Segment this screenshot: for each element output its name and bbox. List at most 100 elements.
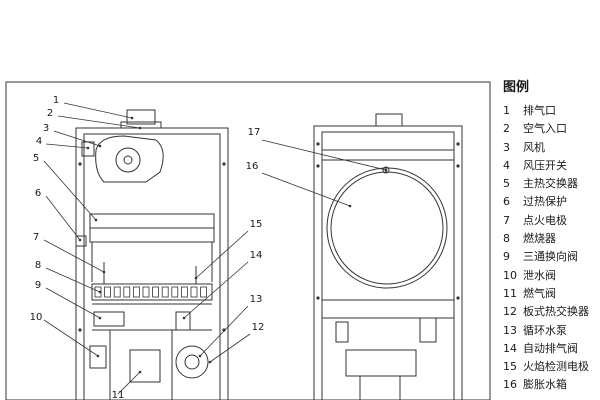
legend-item-number: 12	[503, 305, 517, 319]
legend-item-label: 点火电极	[523, 213, 567, 227]
callout-number: 9	[35, 280, 41, 291]
legend-item: 12 板式热交换器	[503, 303, 600, 321]
burner-ramp	[171, 286, 179, 298]
callout-number: 13	[250, 294, 263, 305]
callout-number: 10	[30, 312, 43, 323]
side-fitting-1	[335, 321, 349, 343]
callout-number: 6	[35, 188, 41, 199]
callout-number: 15	[250, 219, 263, 230]
callout-anchor-dot	[94, 218, 98, 222]
burner-ramp	[123, 286, 131, 298]
callout-anchor-dot	[86, 146, 90, 150]
plate-heat-exchanger	[345, 349, 417, 377]
side-casing-outer	[313, 125, 463, 400]
callout-number: 4	[36, 136, 42, 147]
side-fitting-2	[419, 317, 437, 343]
legend-item-number: 7	[503, 213, 510, 227]
callout-anchor-dot	[138, 370, 142, 374]
legend-item-number: 1	[503, 104, 510, 117]
callout-leader-line	[43, 319, 99, 357]
legend-item-number: 5	[503, 177, 510, 191]
callout-anchor-dot	[182, 316, 186, 320]
callout-leader-line	[117, 371, 141, 395]
legend-item-number: 16	[503, 378, 517, 392]
gas-valve	[129, 349, 161, 383]
callout-number: 7	[33, 232, 39, 243]
burner-ramp	[180, 286, 188, 298]
callout-leader-line	[45, 287, 101, 319]
callout-anchor-dot	[98, 316, 102, 320]
burner-ramp	[152, 286, 160, 298]
front-view	[75, 109, 229, 400]
vessel-valve	[382, 166, 390, 174]
legend-item-number: 9	[503, 250, 510, 264]
callout-leader-line	[43, 239, 105, 273]
legend-item-number: 2	[503, 122, 510, 136]
callout-number: 11	[112, 390, 125, 400]
legend-item-label: 过热保护	[523, 195, 567, 209]
callout-anchor-dot	[98, 290, 102, 294]
front-casing-inner	[83, 133, 221, 400]
burner-ramp	[104, 286, 111, 298]
callout-leader-line	[261, 172, 351, 207]
callout-number: 16	[246, 161, 259, 172]
legend-item-label: 风压开关	[523, 158, 567, 172]
callout-anchor-dot	[348, 204, 352, 208]
callout-leader-line	[53, 130, 101, 147]
fan-hub	[115, 147, 141, 173]
mounting-screws	[78, 142, 460, 332]
legend-item-label: 主热交换器	[523, 177, 578, 191]
legend-item-label: 膨胀水箱	[523, 378, 567, 392]
front-casing-outer	[75, 127, 229, 400]
legend-item-label: 板式热交换器	[523, 305, 589, 319]
legend-item: 16 膨胀水箱	[503, 376, 600, 394]
burner-ramp	[132, 286, 140, 298]
callout-anchor-dot	[102, 270, 106, 274]
expansion-vessel-inner	[330, 171, 444, 285]
callout-number: 12	[252, 322, 265, 333]
callout-number: 14	[250, 250, 263, 261]
side-flue	[375, 113, 403, 127]
legend-item: 13 循环水泵	[503, 322, 600, 340]
legend-item-label: 燃烧器	[523, 232, 556, 246]
callout-anchor-dot	[384, 168, 388, 172]
legend-item-label: 空气入口	[523, 122, 567, 136]
burner-ramp	[142, 286, 150, 298]
legend-item: 7 点火电极	[503, 212, 600, 230]
burner-ramp	[113, 286, 121, 298]
pump-body	[175, 345, 209, 379]
legend-item: 2 空气入口	[503, 120, 600, 138]
legend-item-label: 自动排气阀	[523, 341, 578, 355]
legend-item-label: 泄水阀	[523, 268, 556, 282]
callout-leader-line	[63, 102, 133, 119]
callout-anchor-dot	[194, 276, 198, 280]
legend-item-number: 15	[503, 360, 517, 374]
drawing-frame	[5, 81, 491, 400]
callout-number: 5	[33, 153, 39, 164]
legend-item-number: 13	[503, 323, 517, 337]
callout-anchor-dot	[98, 144, 102, 148]
fan-center	[123, 155, 133, 165]
legend-item: 5 主热交换器	[503, 175, 600, 193]
diverter-valve	[93, 311, 125, 327]
callout-leader-line	[209, 333, 251, 363]
callout-number: 3	[43, 123, 49, 134]
fan-housing	[95, 135, 164, 183]
callout-leader-line	[45, 195, 81, 241]
side-casing-inner	[321, 131, 455, 400]
legend-item-label: 循环水泵	[523, 323, 567, 337]
callout-leader-line	[43, 160, 97, 221]
legend-item-label: 燃气阀	[523, 286, 556, 300]
legend-item-number: 3	[503, 140, 510, 154]
drain-valve	[89, 345, 107, 369]
